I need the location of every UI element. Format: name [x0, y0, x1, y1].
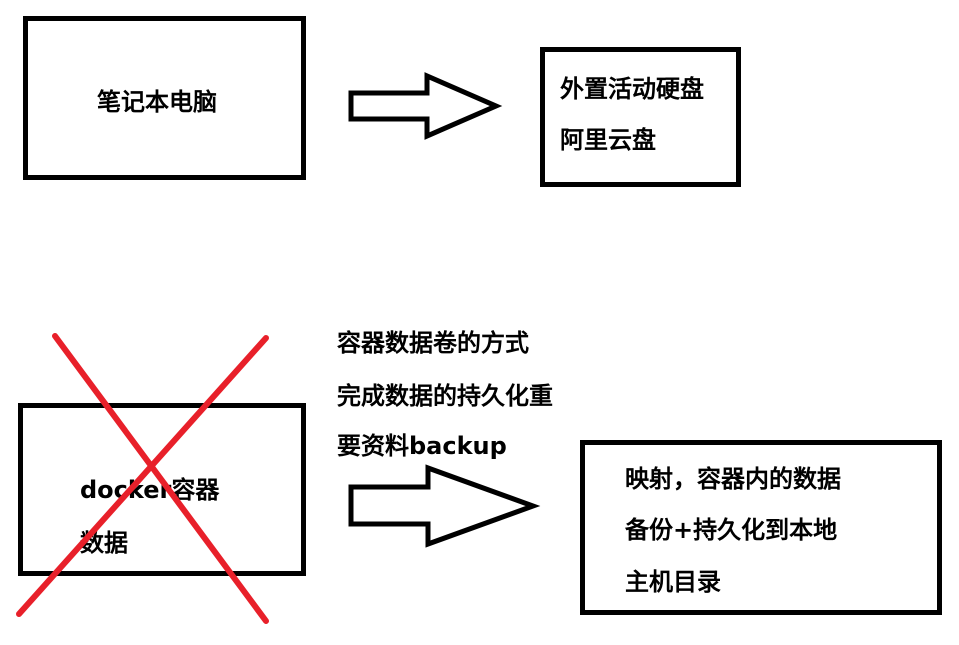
- right-arrow-icon: [348, 464, 541, 548]
- host-directory-box: [580, 440, 942, 615]
- external-storage-box: [540, 47, 741, 187]
- host-directory-line-1: 映射，容器内的数据: [625, 465, 841, 493]
- docker-data-line-1: docker容器: [80, 476, 220, 504]
- external-storage-line-1: 外置活动硬盘: [560, 75, 704, 103]
- host-directory-line-3: 主机目录: [625, 568, 721, 596]
- right-arrow-icon: [348, 72, 503, 140]
- laptop-label: 笔记本电脑: [97, 88, 217, 116]
- laptop-box: [23, 16, 306, 180]
- cross-line: [52, 333, 269, 624]
- external-storage-line-2: 阿里云盘: [560, 126, 656, 154]
- host-directory-line-2: 备份+持久化到本地: [625, 516, 838, 544]
- red-x-icon: [16, 333, 269, 624]
- cross-line: [16, 335, 269, 617]
- volume-description-line-3: 要资料backup: [337, 432, 507, 460]
- volume-description-line-2: 完成数据的持久化重: [337, 382, 553, 410]
- docker-data-box: [18, 403, 306, 576]
- volume-description-line-1: 容器数据卷的方式: [337, 329, 529, 357]
